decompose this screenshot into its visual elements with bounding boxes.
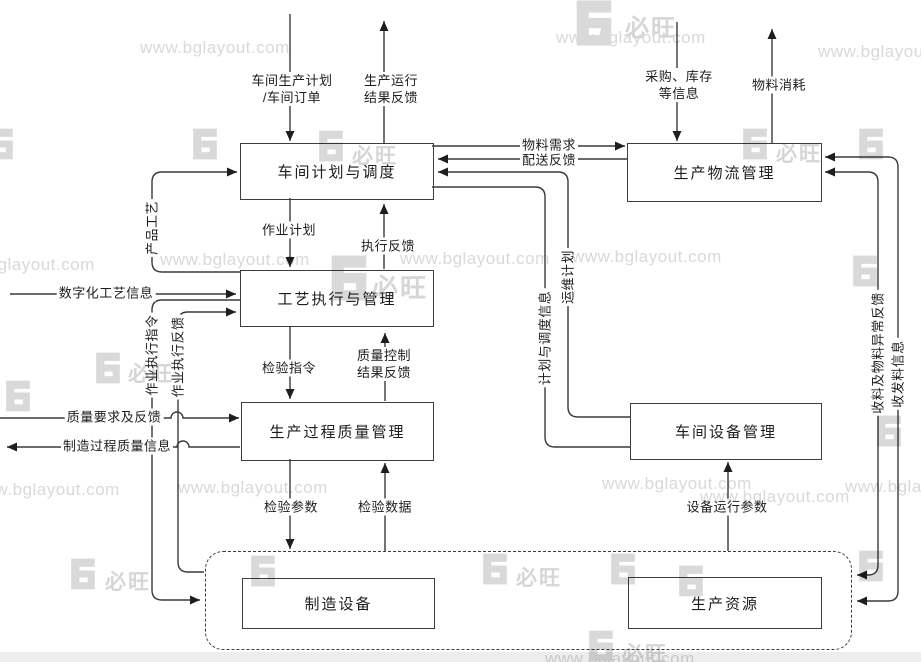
connector-maintenance-plan [438, 167, 630, 418]
edge-label-material-io-info: 收发料信息 [889, 338, 907, 410]
edge-label-digital-process-info: 数字化工艺信息 [56, 284, 156, 302]
edge-label-receive-abnormal-fb: 收料及物料异常反馈 [869, 290, 887, 416]
node-manufacturing-equipment: 制造设备 [242, 578, 435, 629]
node-label: 制造设备 [304, 596, 373, 613]
node-equipment-management: 车间设备管理 [630, 403, 822, 460]
node-label: 生产物流管理 [673, 165, 776, 182]
connector-material-io-info [825, 152, 899, 606]
node-quality-management: 生产过程质量管理 [241, 402, 434, 461]
edge-label-inspect-params: 检验参数 [261, 498, 321, 516]
node-logistics-management: 生产物流管理 [627, 143, 822, 202]
edge-label-mfg-quality-info: 制造过程质量信息 [60, 437, 174, 455]
connector-mfg-quality-info [7, 440, 240, 452]
connector-plan-schedule-info [432, 186, 630, 448]
edge-label-job-plan: 作业计划 [259, 221, 319, 239]
node-label: 生产资源 [690, 595, 759, 613]
connector-quality-req [0, 411, 239, 423]
edge-label-inspect-data: 检验数据 [355, 498, 415, 516]
edge-label-plant-plan: 车间生产计划 /车间订单 [249, 72, 335, 106]
edge-label-product-process: 产品工艺 [143, 198, 161, 258]
edge-label-job-exec-cmd: 作业执行指令 [143, 312, 161, 398]
edge-label-maintenance-plan: 运维计划 [559, 247, 577, 307]
connector-product-process [151, 167, 240, 273]
edge-label-quality-req: 质量要求及反馈 [64, 408, 164, 426]
edge-label-plan-schedule-info: 计划与调度信息 [536, 288, 554, 388]
node-production-resources: 生产资源 [628, 577, 822, 629]
edge-label-quality-ctrl-fb: 质量控制 结果反馈 [354, 347, 414, 381]
edge-label-run-result: 生产运行 结果反馈 [361, 72, 421, 106]
edge-label-purchase-info: 采购、库存 等信息 [643, 68, 715, 102]
node-label: 车间设备管理 [674, 424, 777, 441]
edge-label-job-exec-fb: 作业执行反馈 [169, 314, 187, 400]
edge-label-material-consumption: 物料消耗 [749, 76, 809, 94]
bottom-gray-band [0, 652, 921, 662]
edge-label-exec-feedback: 执行反馈 [358, 237, 418, 255]
edge-label-delivery-fb: 配送反馈 [519, 151, 579, 169]
edge-label-inspect-cmd: 检验指令 [259, 359, 319, 377]
node-label: 生产过程质量管理 [269, 424, 406, 441]
edge-label-material-demand: 物料需求 [519, 136, 579, 154]
connector-job-exec-fb [177, 307, 236, 573]
node-label: 车间计划与调度 [277, 164, 397, 181]
edge-label-equip-run-params: 设备运行参数 [684, 498, 770, 516]
